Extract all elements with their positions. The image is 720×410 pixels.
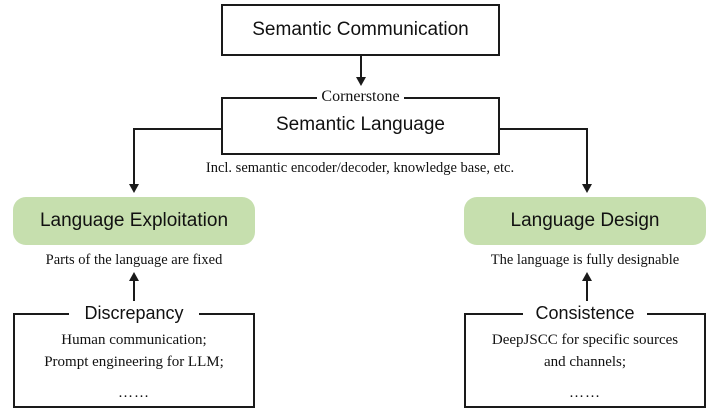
caption-language-design: The language is fully designable (490, 252, 680, 268)
node-semantic-language: Semantic Language (221, 97, 500, 155)
connector-consistence-to-design (586, 280, 588, 310)
node-language-design-label: Language Design (510, 210, 660, 231)
consistence-content: DeepJSCC for specific sources and channe… (466, 330, 704, 404)
node-semantic-communication: Semantic Communication (221, 4, 500, 56)
node-semantic-language-label: Semantic Language (275, 114, 445, 136)
arrowhead-discrepancy-to-exploitation (129, 272, 139, 281)
connector-root-to-cornerstone (360, 56, 362, 78)
arrowhead-to-language-design (582, 184, 592, 193)
connector-semantic-language-left-horizontal (133, 128, 223, 130)
consistence-line-2: and channels; (543, 353, 627, 370)
discrepancy-top-border-right (199, 313, 255, 315)
discrepancy-top-border-left (13, 313, 69, 315)
discrepancy-line-1: Human communication; (61, 332, 207, 348)
arrowhead-to-language-exploitation (129, 184, 139, 193)
caption-semantic-language: Incl. semantic encoder/decoder, knowledg… (205, 160, 515, 176)
connector-semantic-language-left-vertical (133, 128, 135, 185)
connector-semantic-language-right-horizontal (498, 128, 588, 130)
consistence-line-1: DeepJSCC for specific sources (491, 332, 679, 348)
semantic-language-top-border-left (221, 97, 317, 99)
discrepancy-content: Human communication; Prompt engineering … (15, 330, 253, 404)
consistence-top-border-left (464, 313, 523, 315)
node-language-exploitation: Language Exploitation (13, 197, 255, 245)
label-cornerstone: Cornerstone (317, 86, 404, 108)
node-discrepancy (13, 313, 255, 408)
label-consistence: Consistence (523, 301, 647, 325)
connector-discrepancy-to-exploitation (133, 280, 135, 310)
node-semantic-communication-label: Semantic Communication (252, 19, 469, 41)
consistence-top-border-right (647, 313, 706, 315)
arrowhead-root-to-cornerstone (356, 77, 366, 86)
discrepancy-ellipsis: …… (118, 384, 150, 401)
consistence-ellipsis: …… (569, 384, 601, 401)
node-language-design: Language Design (464, 197, 706, 245)
node-language-exploitation-label: Language Exploitation (39, 210, 229, 231)
connector-semantic-language-right-vertical (586, 128, 588, 185)
semantic-language-top-border-right (404, 97, 500, 99)
caption-language-exploitation: Parts of the language are fixed (45, 252, 223, 268)
label-discrepancy: Discrepancy (69, 301, 199, 325)
arrowhead-consistence-to-design (582, 272, 592, 281)
discrepancy-line-2: Prompt engineering for LLM; (44, 353, 224, 370)
node-consistence (464, 313, 706, 408)
